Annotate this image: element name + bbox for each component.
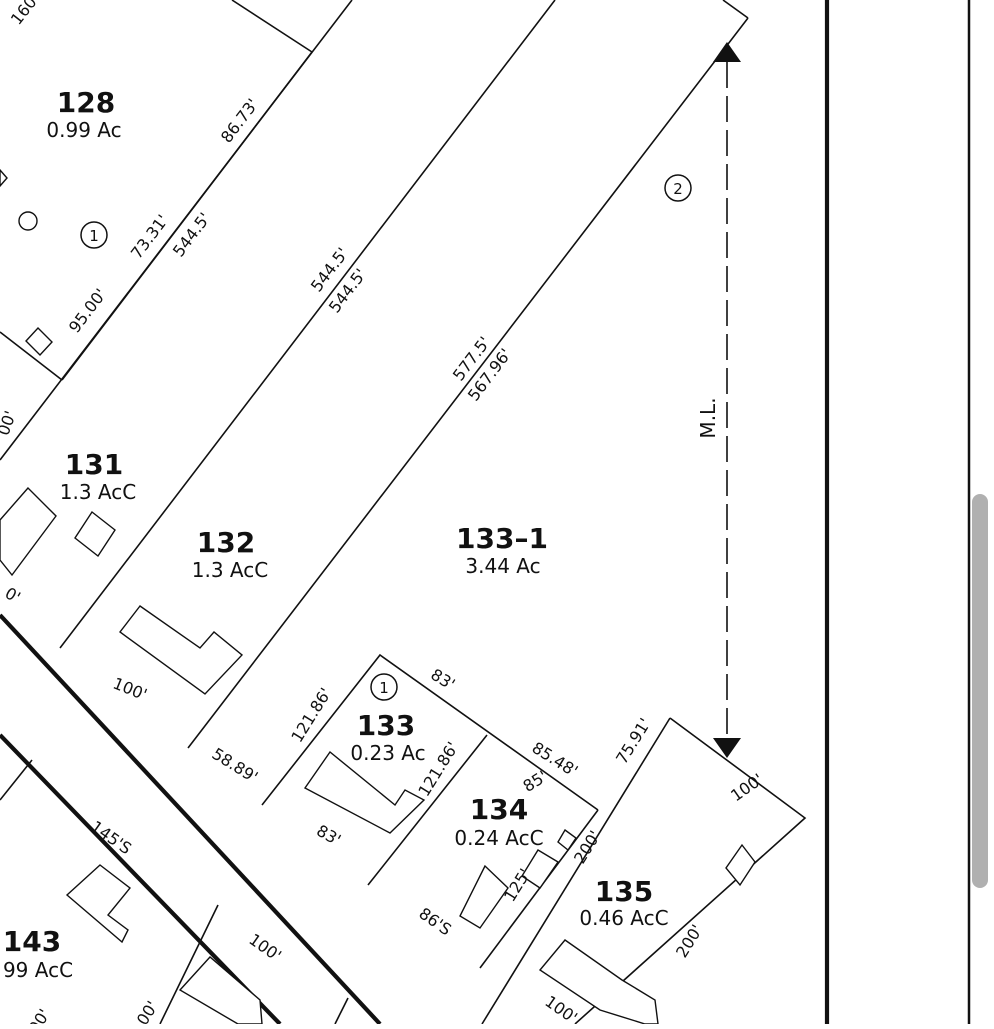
- parcel-area-135: 0.46 AcC: [579, 906, 668, 930]
- dimension-label: 83': [427, 665, 458, 694]
- parcel-area-133-1: 3.44 Ac: [465, 554, 540, 578]
- parcel-area-128: 0.99 Ac: [46, 118, 121, 142]
- road-line-lower: [0, 733, 282, 1026]
- dimension-label: 100': [110, 674, 150, 705]
- parcel-128-south-line: [0, 331, 63, 381]
- parcel-area-133: 0.23 Ac: [350, 741, 425, 765]
- building-lot-134-shed: [521, 849, 560, 889]
- building-lot-131: [0, 486, 57, 577]
- parcel-lower-right-line: [334, 997, 349, 1025]
- building-lot-132: [119, 605, 244, 695]
- parcel-number-135: 135: [595, 875, 653, 908]
- parcel-number-133: 133: [357, 709, 415, 742]
- parcel-number-128: 128: [57, 86, 115, 119]
- dimension-label: 85': [520, 767, 551, 796]
- parcel-edge-top: [722, 0, 749, 19]
- svg-text:2: 2: [673, 180, 683, 198]
- parcel-143-east-line: [159, 904, 219, 1025]
- dimension-label: 160: [7, 0, 41, 28]
- dimension-label: 100': [541, 992, 581, 1024]
- parcel-133-134-line: [367, 734, 488, 886]
- building-lot-131-small: [74, 510, 116, 558]
- parcel-135-west-line: [481, 717, 671, 1025]
- dimension-label: 75.91': [612, 715, 655, 768]
- dimension-label: 0': [2, 583, 24, 607]
- parcel-number-132: 132: [197, 526, 255, 559]
- dimension-label: 95.00': [65, 285, 110, 337]
- road-line-upper: [0, 613, 382, 1026]
- building-lot-133: [303, 750, 426, 834]
- building-lot-128-small: [25, 326, 53, 357]
- dimension-label: 200': [672, 921, 707, 961]
- dimension-label: 100': [727, 770, 767, 806]
- dimension-label: 73.31': [127, 211, 172, 263]
- well-marker: [18, 211, 38, 231]
- svg-text:1: 1: [89, 227, 99, 245]
- circled-marker-1-lot-133: 1: [370, 673, 398, 701]
- line-544-5-east: [59, 0, 556, 649]
- building-lot-134-small: [557, 828, 577, 852]
- arrow-up-icon: [713, 42, 741, 62]
- parcel-133-boundary: [261, 653, 599, 811]
- circled-marker-1-lot-128: 1: [80, 221, 108, 249]
- parcel-128-north-line: [231, 0, 313, 53]
- dimension-label: 86.73': [217, 95, 262, 147]
- dimension-label: 00': [0, 408, 20, 438]
- dimension-label: 00': [133, 998, 162, 1024]
- vertical-scrollbar[interactable]: [972, 494, 988, 888]
- parcel-area-143: 99 AcC: [3, 958, 73, 982]
- parcel-area-132: 1.3 AcC: [192, 558, 268, 582]
- building-lot-134: [459, 864, 509, 929]
- parcel-128-east-line: [61, 51, 313, 381]
- parcel-number-134: 134: [470, 793, 528, 826]
- parcel-area-131: 1.3 AcC: [60, 480, 136, 504]
- parcel-lower-left-line: [0, 759, 33, 801]
- dimension-label: 83': [313, 821, 344, 850]
- building-lot-128-edge: [0, 168, 8, 188]
- building-lower-middle: [178, 956, 263, 1025]
- parcel-134-east-line: [479, 809, 599, 969]
- circled-marker-2: 2: [664, 174, 692, 202]
- dimension-label: 58.89': [209, 744, 262, 787]
- ml-label: M.L.: [696, 397, 720, 438]
- building-lot-143: [65, 864, 131, 944]
- line-577-5: [187, 17, 749, 749]
- parcel-number-133-1: 133–1: [456, 522, 548, 555]
- arrow-down-icon: [713, 738, 741, 758]
- parcel-number-131: 131: [65, 448, 123, 481]
- parcel-number-143: 143: [3, 925, 61, 958]
- building-lot-135-small: [725, 843, 756, 887]
- dimension-label: 86'S: [415, 904, 455, 940]
- dimension-label: 121.86': [287, 684, 335, 745]
- dimension-label: 100': [245, 930, 285, 966]
- svg-text:1: 1: [379, 679, 389, 697]
- parcel-135-boundary: [574, 717, 807, 1025]
- dimension-label: 00': [25, 1006, 54, 1024]
- parcel-area-134: 0.24 AcC: [454, 826, 543, 850]
- dimension-label: 544.5': [169, 209, 214, 261]
